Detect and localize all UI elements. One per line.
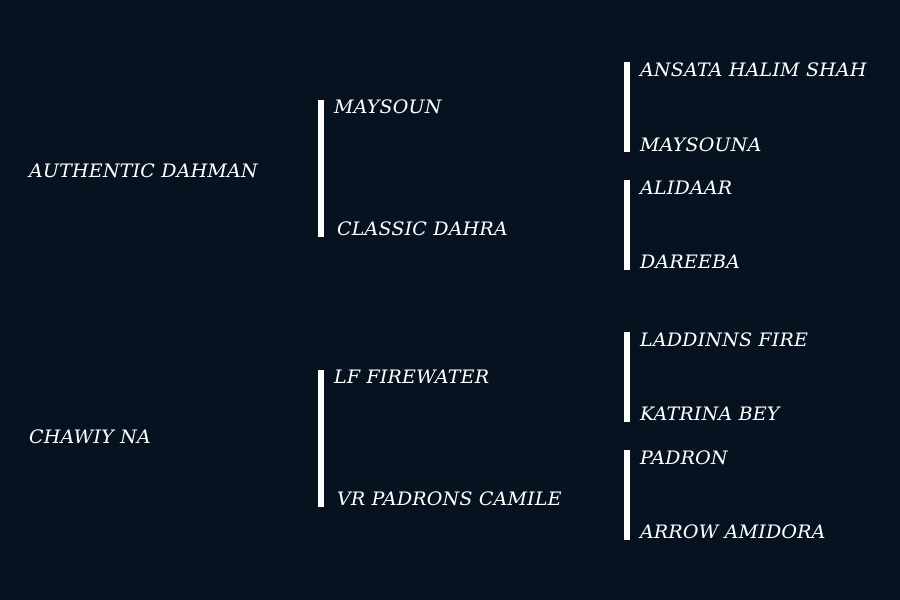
sire-dam-sire-name: ALIDAAR [640, 177, 733, 199]
sire-sire-dam-name: MAYSOUNA [640, 134, 762, 156]
sire-parents-bracket [318, 100, 324, 237]
dam-name: CHAWIY NA [29, 426, 151, 448]
sire-dam-name: CLASSIC DAHRA [337, 218, 508, 240]
vr-padrons-camile-parents-bracket [624, 450, 630, 540]
dam-sire-sire-name: LADDINNS FIRE [640, 329, 809, 351]
sire-dam-dam-name: DAREEBA [640, 251, 741, 273]
sire-name: AUTHENTIC DAHMAN [29, 160, 258, 182]
lf-firewater-parents-bracket [624, 332, 630, 422]
dam-dam-name: VR PADRONS CAMILE [337, 488, 562, 510]
dam-sire-dam-name: KATRINA BEY [640, 403, 780, 425]
sire-sire-name: MAYSOUN [334, 96, 442, 118]
dam-dam-sire-name: PADRON [640, 447, 728, 469]
maysoun-parents-bracket [624, 62, 630, 152]
dam-sire-name: LF FIREWATER [334, 366, 490, 388]
classic-dahra-parents-bracket [624, 180, 630, 270]
dam-parents-bracket [318, 370, 324, 507]
sire-sire-sire-name: ANSATA HALIM SHAH [640, 59, 867, 81]
dam-dam-dam-name: ARROW AMIDORA [640, 521, 826, 543]
